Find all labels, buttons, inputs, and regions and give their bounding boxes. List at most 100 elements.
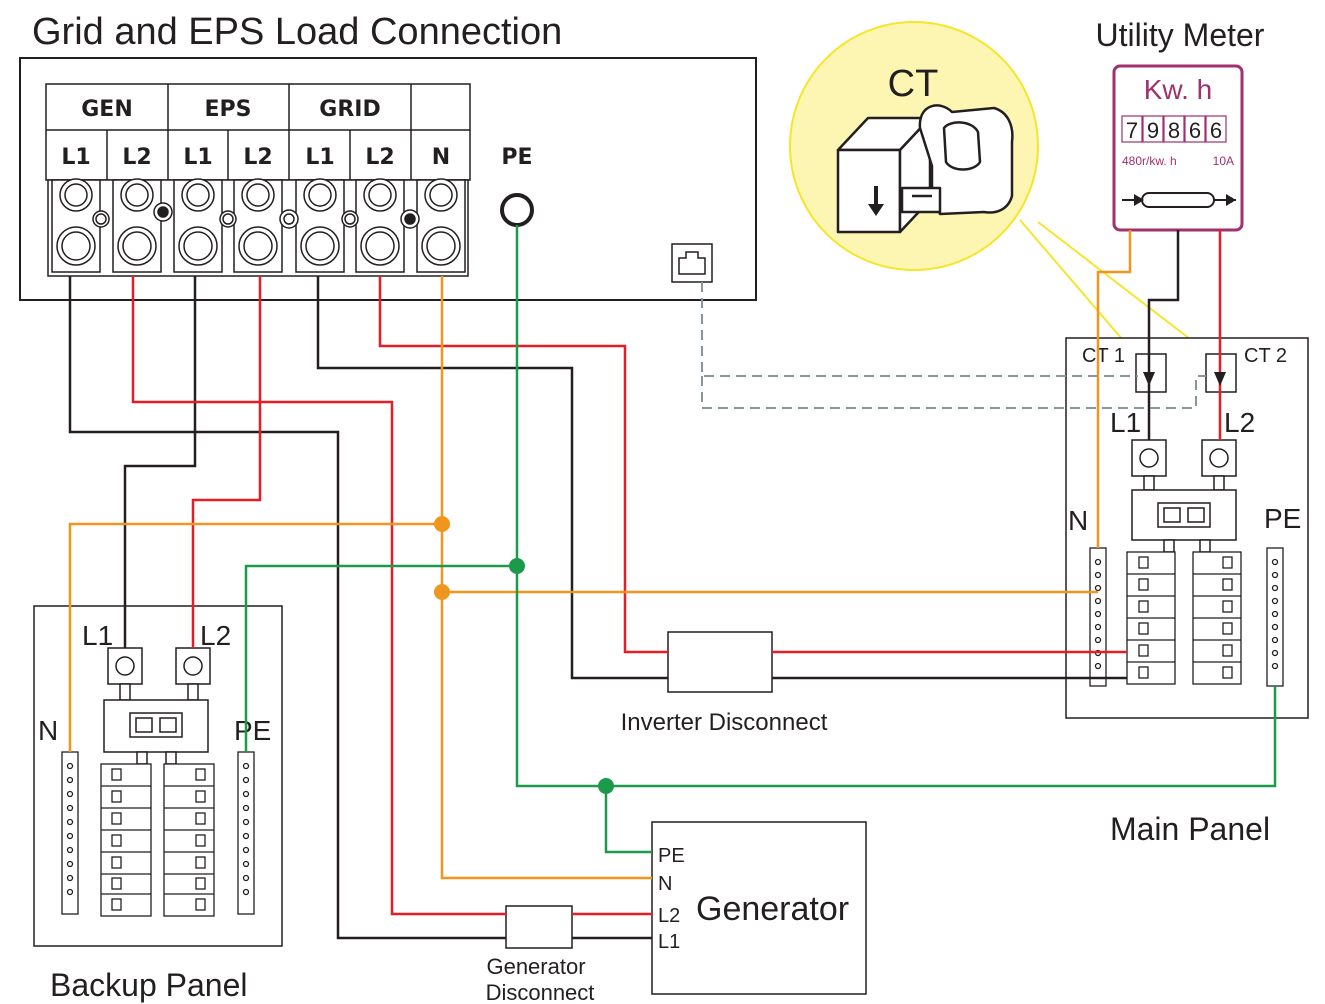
wire-grid-l2 [378,276,668,654]
terminal-block [47,178,469,277]
inverter-disconnect-box [667,631,773,693]
inverter-box: GEN EPS GRID L1 L2 L1 L2 L1 L2 N PE [19,57,757,301]
terminal-label-eps-l2: L2 [243,145,272,170]
ct2-arrow-icon [1214,372,1226,386]
backup-main-breaker [103,699,209,753]
terminal-screw [295,178,345,273]
generator-disconnect-box [505,905,573,949]
meter-spec-rate: 480r/kw. h [1122,154,1177,168]
terminal-label-n: N [432,145,450,170]
meter-dial-icon [1122,192,1236,208]
main-l1-label: L1 [1110,407,1141,438]
ct-port-icon [671,243,713,283]
diagram-title: Grid and EPS Load Connection [32,11,562,53]
main-branch-breakers-right [1192,551,1242,685]
wire-gen-l1 [68,276,506,940]
junction-dot-neutral [434,516,450,532]
ct1-label: CT 1 [1082,345,1125,367]
utility-meter: Utility Meter Kw. h 7 9 8 6 6 480r/kw. h… [1096,17,1265,232]
backup-neutral-bar [61,751,79,915]
wire-pe-trunk [515,225,1277,788]
main-panel: Main Panel CT 1 CT 2 L1 L2 N PE [1065,337,1309,847]
main-branch-breakers-left [1126,551,1176,685]
group-label-eps: EPS [205,97,252,122]
backup-pe-label: PE [234,715,271,746]
junction-dot-ground [509,558,525,574]
wire-meter-n [1096,230,1132,548]
wire-eps-l1 [123,276,197,648]
ct-callout: CT [789,21,1213,361]
backup-l1-label: L1 [82,620,113,651]
terminal-label-gen-l2: L2 [122,145,151,170]
ct-clamp-icon [836,104,1014,234]
terminal-screw [233,178,283,273]
terminal-label-eps-l1: L1 [183,145,212,170]
ct1-arrow-icon [1143,372,1155,386]
backup-branch-breakers-right [163,763,215,917]
main-neutral-bar [1089,547,1107,687]
main-pe-label: PE [1264,503,1301,534]
terminal-screw [173,178,223,273]
backup-branch-breakers-left [100,763,152,917]
generator-terminal-l2: L2 [658,905,680,927]
terminal-screw [51,178,101,273]
junction-dots [434,516,614,794]
junction-dot-neutral [434,584,450,600]
group-label-gen: GEN [81,97,133,122]
main-n-label: N [1068,505,1088,536]
ct-title: CT [888,63,939,105]
backup-panel-label: Backup Panel [50,967,247,1003]
wire-n-backup [68,522,442,752]
pe-ring-terminal [500,193,534,227]
wire-n-trunk [440,276,652,880]
wire-pe-backup [244,564,517,752]
backup-ground-bar [237,751,255,915]
meter-spec-current: 10A [1213,154,1234,168]
ct-arrows [1143,372,1226,386]
terminal-screw [355,178,405,273]
meter-digit: 8 [1168,118,1180,143]
terminal-screw [416,178,466,273]
wire-pe-generator [604,786,652,854]
terminal-screw [112,178,162,273]
orange-wires [68,230,1132,880]
meter-digit: 6 [1210,118,1222,143]
generator-terminal-n: N [658,873,672,895]
wire-grid-l1 [316,276,668,680]
backup-panel: Backup Panel L1 L2 N PE [33,605,283,1003]
backup-n-label: N [38,715,58,746]
pe-label: PE [501,145,532,170]
main-l2-label: L2 [1224,407,1255,438]
meter-unit: Kw. h [1144,74,1212,105]
inverter-disconnect-label: Inverter Disconnect [621,709,828,736]
meter-digit-display [1121,115,1227,143]
red-wires [131,230,1222,916]
wire-gen-l2 [131,276,506,916]
terminal-label-grid-l2: L2 [365,145,394,170]
green-wires [244,225,1277,854]
meter-digit: 6 [1189,118,1201,143]
group-label-grid: GRID [319,97,380,122]
ct2-label: CT 2 [1244,345,1287,367]
wire-meter-l1 [1147,230,1180,440]
utility-meter-title: Utility Meter [1096,17,1265,53]
junction-dot-ground [598,778,614,794]
generator-terminal-l1: L1 [658,931,680,953]
backup-l2-label: L2 [200,620,231,651]
black-wires [68,230,1180,940]
wires [68,225,1277,940]
meter-digit: 9 [1147,118,1159,143]
generator-terminal-pe: PE [658,845,685,867]
generator-disconnect-label-line1: Generator [486,954,585,979]
terminal-label-grid-l1: L1 [305,145,334,170]
ct-dashed-cable [701,282,1206,409]
meter-digit: 7 [1126,118,1138,143]
generator-label: Generator [696,890,849,928]
generator-box [651,821,867,995]
generator-disconnect-label-line2: Disconnect [486,980,595,1004]
wire-eps-l2 [191,276,262,648]
terminal-label-gen-l1: L1 [61,145,90,170]
main-panel-label: Main Panel [1110,811,1270,847]
main-ground-bar [1266,547,1284,687]
